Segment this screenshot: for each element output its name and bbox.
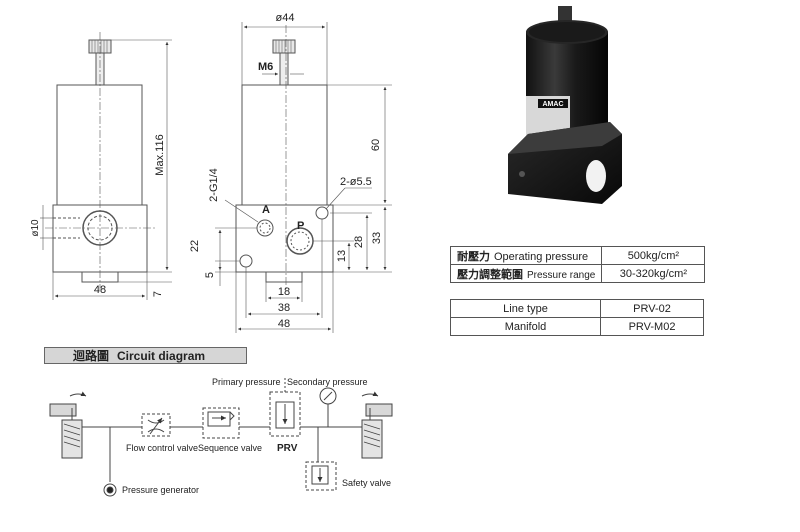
- spec-label-cjk: 耐壓力: [457, 250, 490, 263]
- dim-port: 2-G1/4: [208, 168, 220, 202]
- model-table: Line type PRV-02 Manifold PRV-M02: [450, 299, 704, 336]
- circuit-diagram-header: 迴路圖 Circuit diagram: [44, 347, 247, 364]
- left-clamp-cylinder: [61, 419, 83, 459]
- spec-label: Operating pressure: [494, 250, 589, 263]
- cylinder-body: [56, 84, 143, 206]
- port-p-label: P: [297, 220, 304, 232]
- dim-28: 28: [353, 236, 365, 248]
- circuit-header-text: Circuit diagram: [117, 349, 206, 363]
- dim-44: ø44: [276, 12, 295, 24]
- right-clamp-cylinder: [361, 419, 383, 459]
- model-value: PRV-M02: [600, 317, 704, 336]
- brand-text: AMAC: [543, 101, 564, 108]
- dim-60: 60: [370, 139, 382, 151]
- pressure-generator-symbol: [103, 483, 117, 497]
- dim-holes: 2-ø5.5: [340, 176, 372, 188]
- dim-18: 18: [278, 286, 290, 298]
- side-view: [215, 22, 392, 333]
- product-photo: AMAC: [508, 6, 622, 204]
- port-a-label: A: [262, 204, 270, 216]
- spec-table: 耐壓力 Operating pressure 500kg/cm² 壓力調整範圍 Pr…: [449, 246, 706, 283]
- brand-label: [538, 99, 568, 108]
- spec-label-cjk: 壓力調整範圍: [457, 268, 523, 281]
- dim-5: 5: [204, 272, 216, 278]
- front-view: [40, 32, 172, 300]
- dim-38: 38: [278, 302, 290, 314]
- dim-22: 22: [189, 240, 201, 252]
- dim-13: 13: [336, 250, 348, 262]
- dim-max116: Max.116: [154, 134, 166, 175]
- dim-48-front: 48: [94, 284, 106, 296]
- label-prv: PRV: [277, 443, 298, 454]
- spec-label: Pressure range: [527, 269, 596, 281]
- label-flow-control: Flow control valve: [126, 443, 198, 453]
- label-safety-valve: Safety valve: [342, 478, 391, 488]
- dim-7: 7: [152, 291, 164, 297]
- model-label: Manifold: [450, 317, 601, 336]
- model-row: Line type PRV-02: [450, 299, 704, 318]
- dim-48-side: 48: [278, 318, 290, 330]
- spec-row: 壓力調整範圍 Pressure range 30-320kg/cm²: [449, 264, 706, 283]
- label-sequence-valve: Sequence valve: [198, 443, 262, 453]
- circuit-diagram: [49, 378, 393, 497]
- spec-row: 耐壓力 Operating pressure 500kg/cm²: [449, 246, 706, 265]
- flow-control-valve: [141, 413, 171, 437]
- model-label: Line type: [450, 299, 601, 318]
- photo-port: [586, 160, 606, 192]
- label-primary-pressure: Primary pressure: [212, 377, 281, 387]
- circuit-header-cjk: 迴路圖: [73, 349, 110, 363]
- label-pressure-generator: Pressure generator: [122, 485, 199, 495]
- side-base-block: [235, 204, 334, 273]
- dim-33: 33: [371, 232, 383, 244]
- model-row: Manifold PRV-M02: [450, 317, 704, 336]
- model-value: PRV-02: [600, 299, 704, 318]
- dim-bore: ø10: [30, 219, 41, 237]
- dim-m6: M6: [258, 61, 273, 73]
- label-secondary-pressure: Secondary pressure: [287, 377, 368, 387]
- spec-value: 30-320kg/cm²: [601, 264, 706, 283]
- spec-value: 500kg/cm²: [601, 246, 706, 265]
- side-cylinder: [241, 84, 328, 206]
